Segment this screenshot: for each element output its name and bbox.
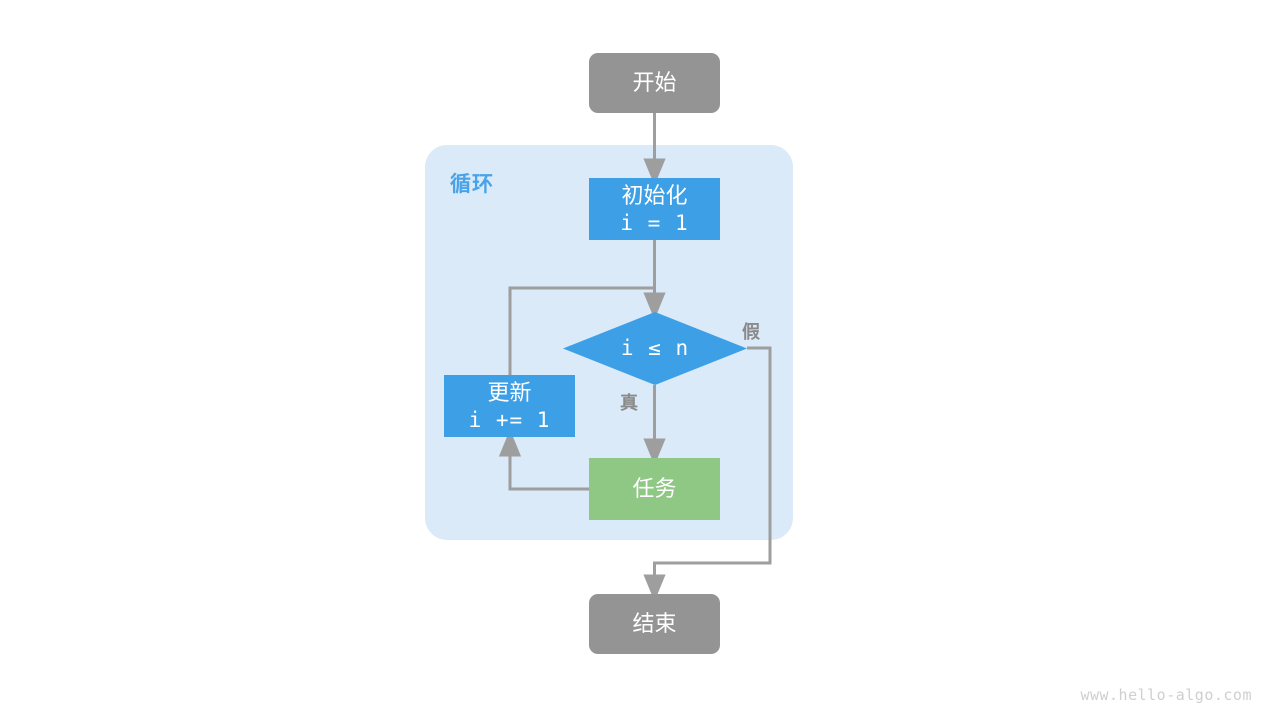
watermark: www.hello-algo.com [1080, 686, 1252, 704]
node-decision-label: i ≤ n [620, 336, 690, 361]
node-initialize[interactable]: 初始化 i = 1 [589, 178, 720, 240]
node-start[interactable]: 开始 [589, 53, 720, 113]
edge-task-to-update [498, 429, 589, 491]
edge-label-false: 假 [742, 322, 760, 342]
edge-decision-false-to-end [643, 346, 772, 602]
edge-update-to-decision [508, 286, 655, 375]
node-start-label: 开始 [632, 70, 677, 96]
node-update-expression: i += 1 [468, 407, 551, 432]
edge-label-true: 真 [620, 393, 638, 413]
node-end-label: 结束 [632, 611, 677, 637]
node-initialize-title: 初始化 [621, 183, 688, 209]
node-end[interactable]: 结束 [589, 594, 720, 654]
node-task-label: 任务 [632, 476, 677, 502]
node-initialize-expression: i = 1 [620, 210, 689, 235]
node-decision-condition[interactable]: i ≤ n [563, 312, 747, 385]
node-update-title: 更新 [487, 380, 532, 406]
node-task[interactable]: 任务 [589, 458, 720, 520]
node-update[interactable]: 更新 i += 1 [444, 375, 575, 437]
loop-container-label: 循环 [450, 173, 494, 196]
